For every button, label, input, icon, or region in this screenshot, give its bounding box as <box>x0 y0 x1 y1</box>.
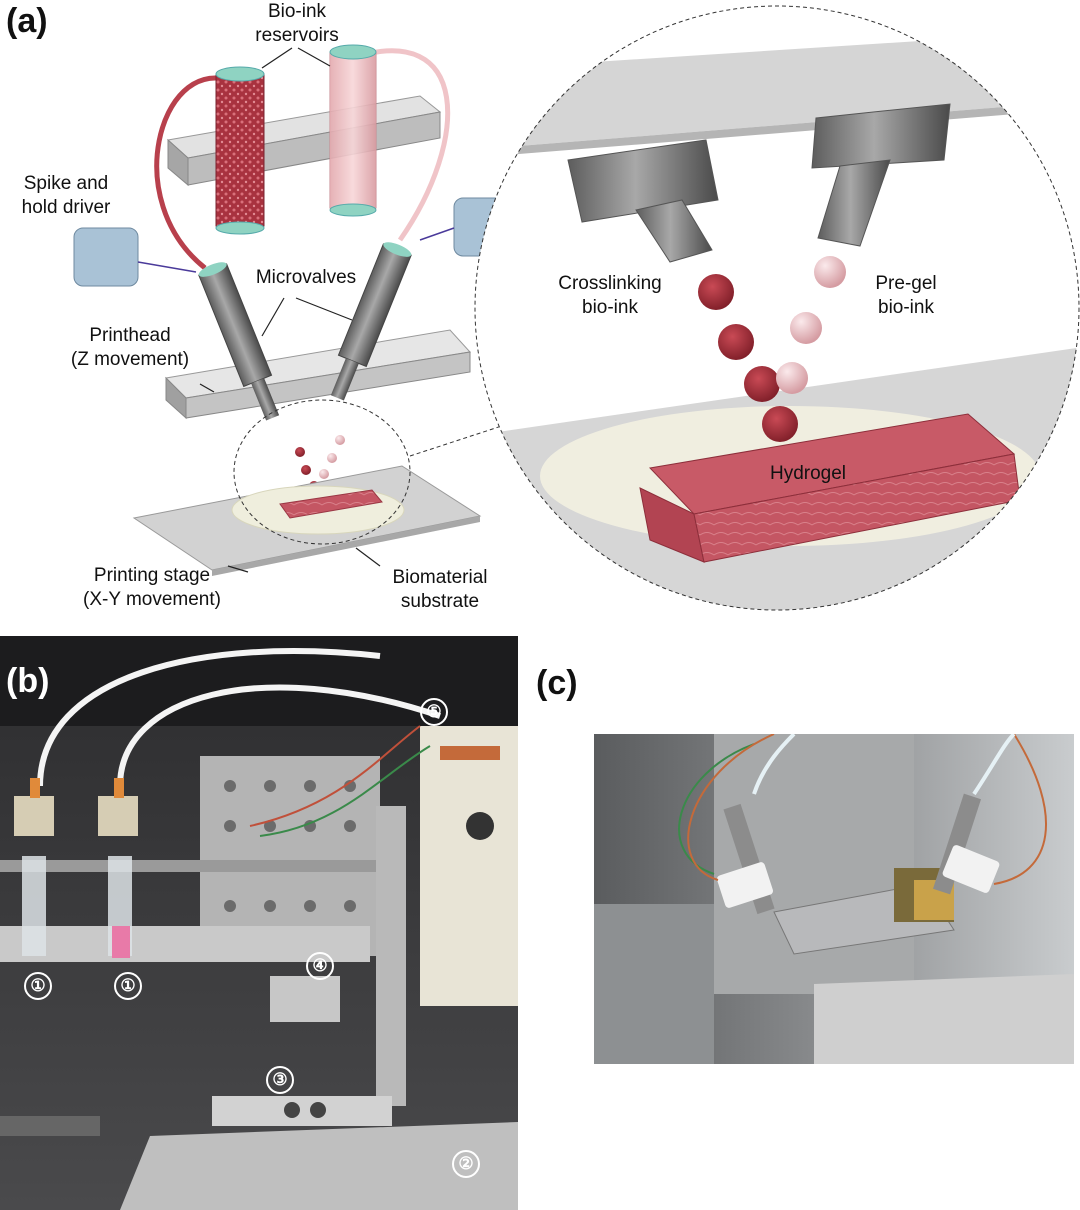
photo-c-image <box>594 734 1074 1064</box>
panel-a-letter: (a) <box>6 2 48 40</box>
label-hydrogel: Hydrogel <box>769 463 847 484</box>
panel-a: (a) <box>6 1 1080 612</box>
marker-1a: ① <box>24 972 52 1000</box>
photo-bioprinter-setup: (b) ① ① ② ③ ④ ⑤ <box>0 636 518 1210</box>
marker-1b: ① <box>114 972 142 1000</box>
label-printhead: Printhead(Z movement) <box>70 325 190 370</box>
panel-c-letter: (c) <box>536 664 578 702</box>
photo-printhead-closeup <box>594 734 1074 1064</box>
marker-5: ⑤ <box>420 698 448 726</box>
marker-4: ④ <box>306 952 334 980</box>
label-microvalves: Microvalves <box>255 267 357 288</box>
marker-2: ② <box>452 1150 480 1178</box>
marker-3: ③ <box>266 1066 294 1094</box>
panel-a-illustration <box>73 5 1080 611</box>
zoom-view <box>475 6 1079 610</box>
label-printing-stage: Printing stage(X-Y movement) <box>83 565 221 610</box>
zoom-circle <box>474 5 1080 611</box>
reservoir-red <box>215 73 265 227</box>
tube-pink <box>351 48 451 242</box>
driver-box-left <box>73 227 139 287</box>
panel-b-letter: (b) <box>6 662 50 700</box>
tube-red <box>154 75 229 270</box>
photo-b-image <box>0 636 518 1210</box>
